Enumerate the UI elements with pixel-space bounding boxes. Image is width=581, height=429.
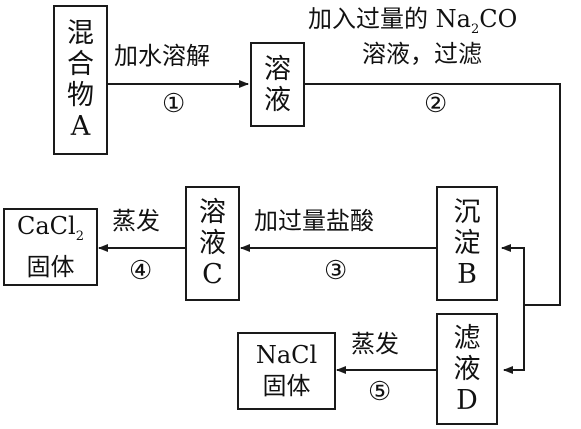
arrow-step-2: [305, 83, 561, 306]
step-4-number: ④: [129, 256, 153, 286]
step-2-number: ②: [424, 89, 448, 119]
node-solution-c-char: 溶: [199, 197, 226, 228]
step-5-label: 蒸发: [351, 330, 399, 358]
node-nacl-solid: NaCl 固体: [237, 332, 336, 410]
node-cacl2-label: 固体: [26, 252, 75, 281]
node-mixture-a: 混 合 物 A: [53, 5, 108, 155]
node-solution-c-char: C: [202, 259, 223, 290]
node-mixture-a-char: A: [70, 111, 91, 142]
step-2-label: 加入过量的 Na2CO: [308, 5, 518, 37]
node-cacl2-formula: CaCl2: [17, 212, 84, 244]
node-solution: 溶 液: [250, 42, 305, 127]
step-2-label-line2: 溶液，过滤: [362, 40, 482, 68]
step-5-number: ⑤: [368, 377, 392, 407]
step-1-label: 加水溶解: [114, 42, 210, 70]
node-solution-char: 溶: [264, 53, 291, 85]
arrow-to-precipitate-b: [501, 244, 525, 305]
node-mixture-a-char: 物: [67, 80, 94, 111]
node-solution-c-char: 液: [199, 228, 226, 259]
node-mixture-a-char: 合: [67, 49, 94, 80]
node-precipitate-b: 沉 淀 B: [436, 186, 498, 301]
node-precipitate-b-char: 沉: [453, 197, 481, 228]
node-precipitate-b-char: B: [457, 259, 477, 290]
step-1-number: ①: [162, 89, 186, 119]
step-3-number: ③: [324, 256, 348, 286]
node-filtrate-d-char: 液: [453, 353, 481, 385]
node-mixture-a-char: 混: [67, 18, 94, 49]
node-cacl2-solid: CaCl2 固体: [3, 208, 98, 286]
node-precipitate-b-char: 淀: [453, 228, 481, 259]
node-nacl-label: 固体: [262, 372, 311, 400]
step-4-label: 蒸发: [112, 207, 160, 235]
step-3-label: 加过量盐酸: [254, 207, 374, 235]
node-filtrate-d-char: 滤: [453, 322, 481, 354]
node-nacl-formula: NaCl: [255, 341, 318, 369]
node-filtrate-d: 滤 液 D: [436, 313, 498, 425]
node-solution-char: 液: [264, 84, 291, 116]
node-solution-c: 溶 液 C: [185, 186, 240, 301]
node-filtrate-d-char: D: [456, 384, 478, 416]
arrow-to-filtrate-d: [503, 305, 525, 374]
